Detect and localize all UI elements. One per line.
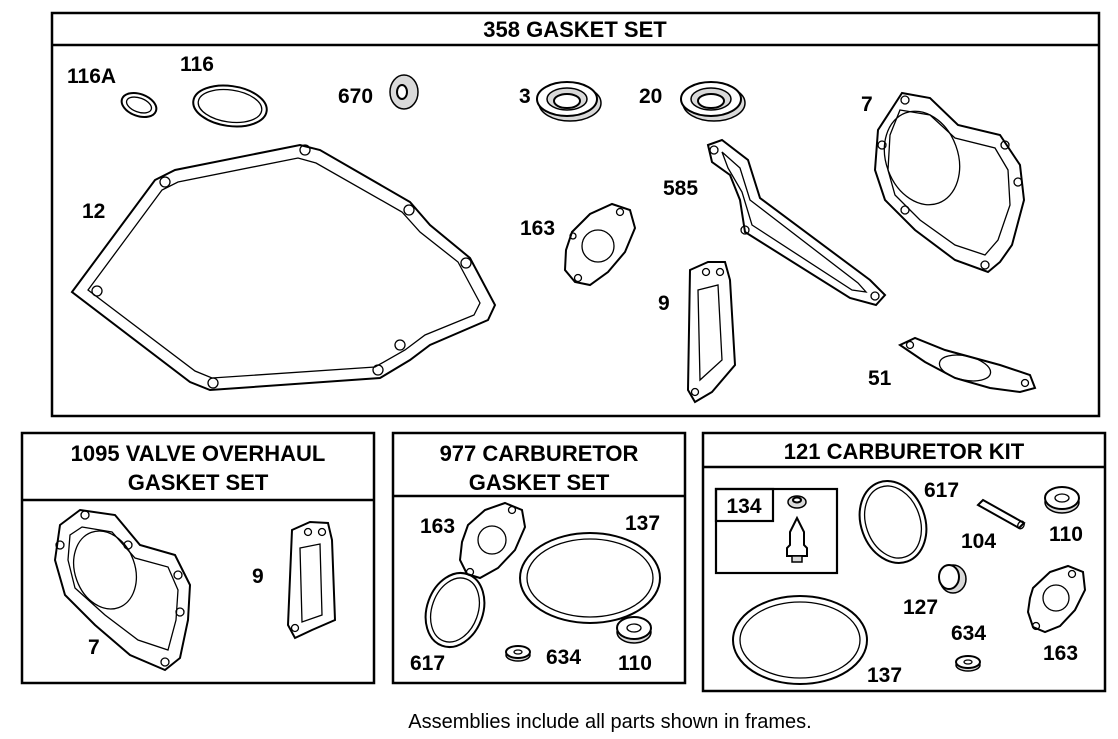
part-670-washer <box>389 74 419 110</box>
label-585: 585 <box>663 177 698 200</box>
label-163: 163 <box>420 515 455 538</box>
part-116A-ring <box>120 91 158 119</box>
frame-title-line2: GASKET SET <box>128 470 269 495</box>
frame-carburetor-gasket-set: 977 CARBURETOR GASKET SET 163 137 617 63… <box>391 431 687 685</box>
part-7-head-gasket <box>53 508 192 672</box>
label-7: 7 <box>88 636 100 659</box>
frame-border <box>50 11 1101 418</box>
part-617-o-ring <box>858 480 928 564</box>
label-9: 9 <box>252 565 264 588</box>
frame-title: 358 GASKET SET <box>483 17 667 42</box>
label-163: 163 <box>1043 642 1078 665</box>
part-51-exhaust-gasket <box>897 336 1037 394</box>
frame-title: 121 CARBURETOR KIT <box>784 439 1025 464</box>
part-127-plug <box>938 564 967 594</box>
label-7: 7 <box>861 93 873 116</box>
part-163-carburetor-gasket <box>563 202 637 287</box>
part-20-oil-seal <box>680 81 746 122</box>
part-617-o-ring <box>424 572 486 648</box>
label-116A: 116A <box>67 65 116 88</box>
footer-note: Assemblies include all parts shown in fr… <box>408 711 812 733</box>
part-163-carburetor-gasket <box>1026 564 1087 634</box>
part-585-intake-gasket <box>706 138 887 307</box>
label-670: 670 <box>338 85 373 108</box>
part-163-carburetor-gasket <box>458 501 527 580</box>
part-110-washer <box>616 616 652 644</box>
frame-border <box>391 431 687 685</box>
part-634-washer <box>955 655 981 672</box>
label-110: 110 <box>618 652 652 675</box>
label-3: 3 <box>519 85 531 108</box>
part-9-rocker-cover-gasket <box>686 261 737 404</box>
frame-title-line2: GASKET SET <box>469 470 610 495</box>
frame-border <box>701 431 1107 693</box>
part-137-float-bowl-gasket <box>732 595 868 685</box>
label-137: 137 <box>867 664 902 687</box>
part-3-oil-seal <box>536 81 602 122</box>
part-104-pin <box>976 498 1026 530</box>
frame-valve-overhaul: 1095 VALVE OVERHAUL GASKET SET 7 9 <box>20 431 376 685</box>
part-7-head-gasket <box>873 91 1026 274</box>
label-12: 12 <box>82 200 105 223</box>
label-634: 634 <box>546 646 581 669</box>
label-163: 163 <box>520 217 555 240</box>
label-134: 134 <box>726 495 761 518</box>
frame-title-line1: 977 CARBURETOR <box>440 441 639 466</box>
part-110-washer <box>1044 486 1080 514</box>
label-20: 20 <box>639 85 662 108</box>
label-110: 110 <box>1049 523 1083 546</box>
label-137: 137 <box>625 512 660 535</box>
label-127: 127 <box>903 596 938 619</box>
label-116: 116 <box>180 53 214 76</box>
frame-border <box>20 431 376 685</box>
part-634-washer <box>505 645 531 662</box>
part-12-crankcase-gasket <box>70 143 497 392</box>
label-51: 51 <box>868 367 892 390</box>
label-634: 634 <box>951 622 986 645</box>
frame-carburetor-kit: 121 CARBURETOR KIT 134 617 104 110 <box>701 431 1107 693</box>
subframe-134-needle-seat: 134 <box>714 487 839 575</box>
label-104: 104 <box>961 530 996 553</box>
label-617: 617 <box>410 652 445 675</box>
part-9-rocker-cover-gasket <box>286 520 337 640</box>
frame-title-line1: 1095 VALVE OVERHAUL <box>71 441 326 466</box>
label-617: 617 <box>924 479 959 502</box>
label-9: 9 <box>658 292 670 315</box>
part-116-ring <box>192 84 268 128</box>
frame-gasket-set: 358 GASKET SET 116A 116 670 3 <box>50 11 1101 418</box>
part-137-float-bowl-gasket <box>519 532 661 624</box>
